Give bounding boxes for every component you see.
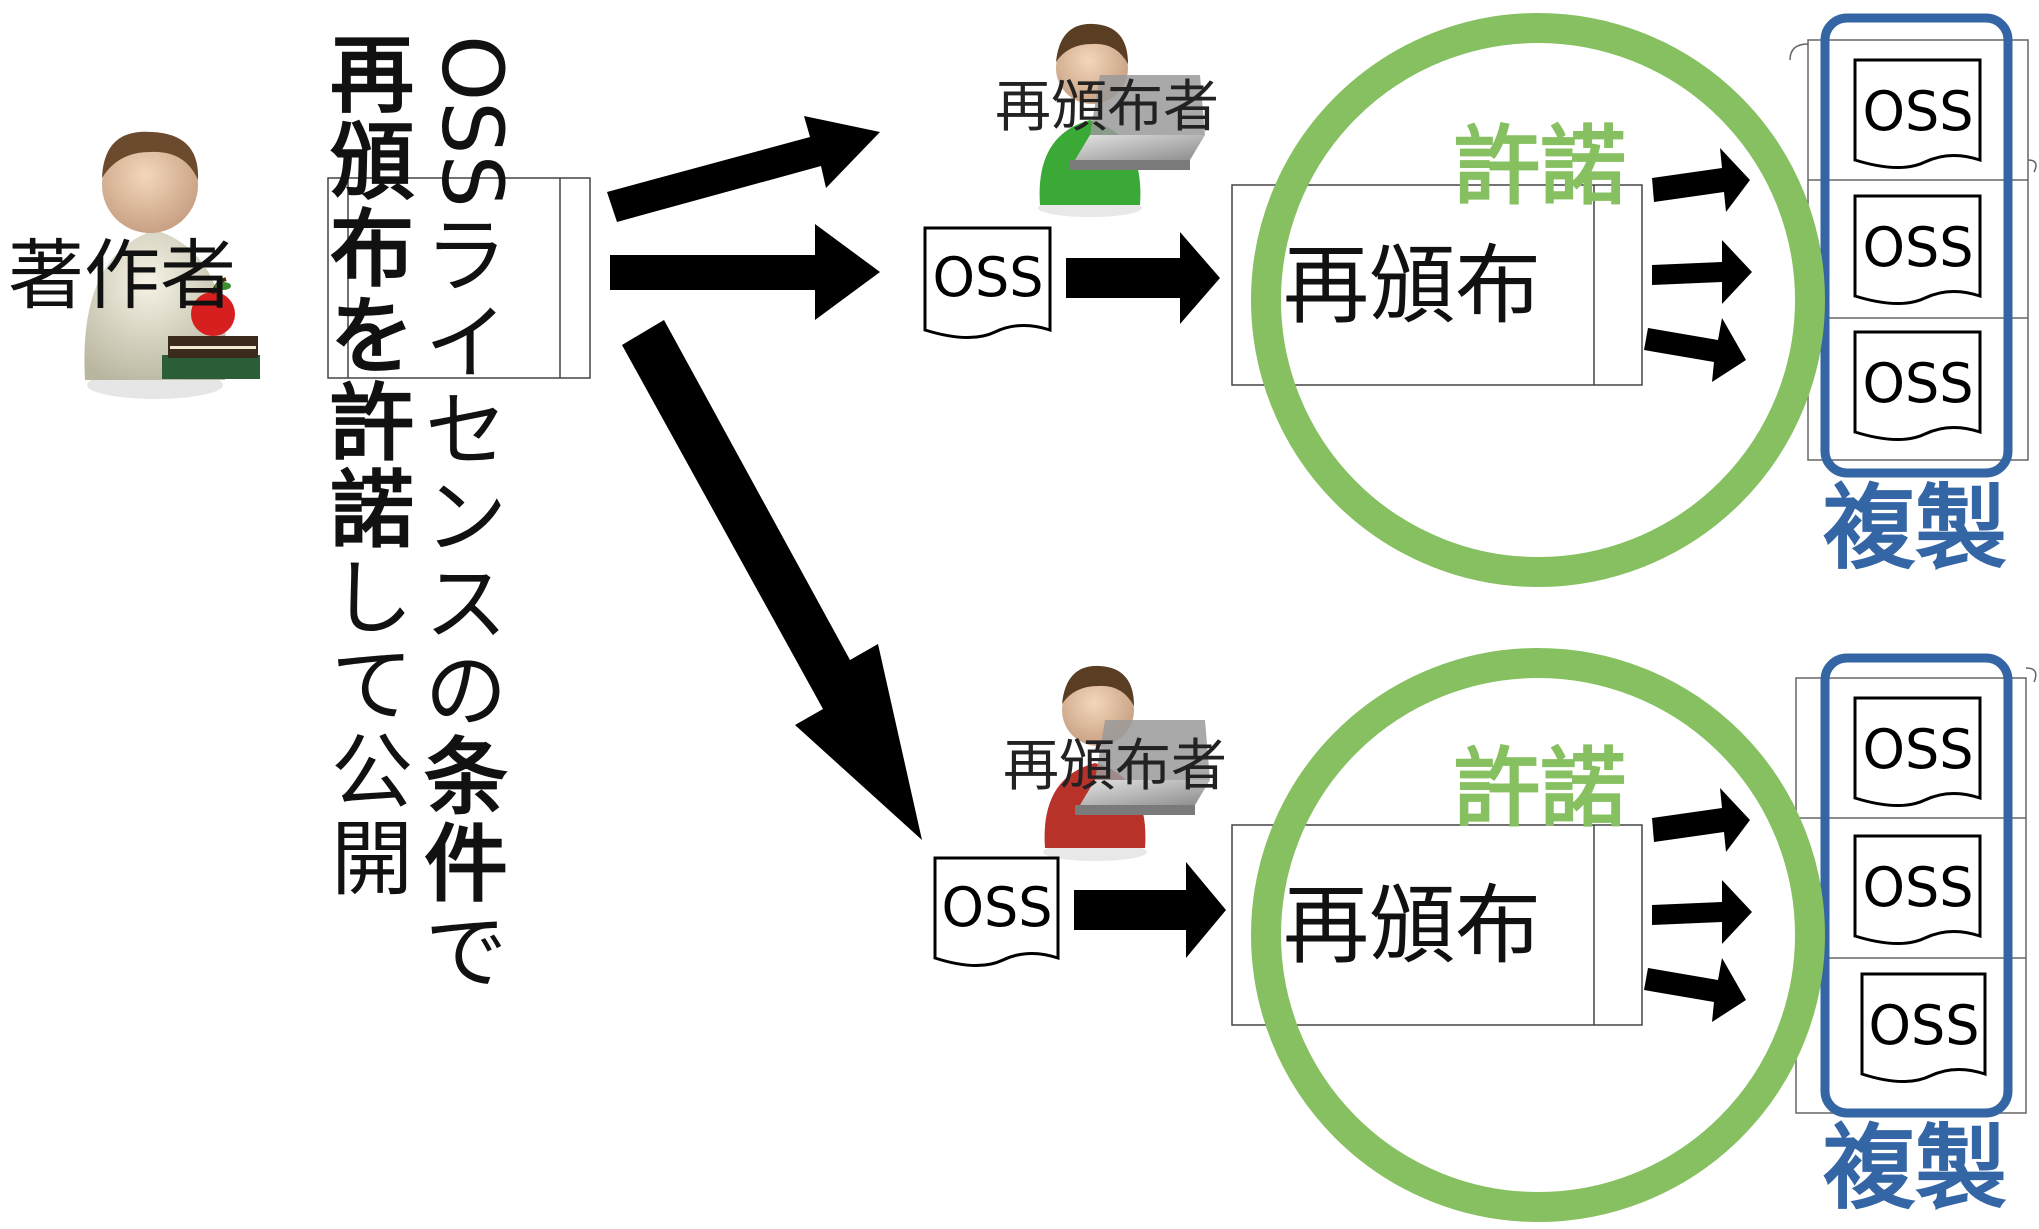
copy-2a: OSS bbox=[1853, 696, 1982, 808]
redistributor-1-arrow-icon bbox=[1066, 232, 1220, 324]
redistributor-1-copy-frame bbox=[1820, 13, 2013, 478]
redistributor-1-person-icon bbox=[1038, 23, 1205, 217]
arrow-to-redistributor-1b-icon bbox=[610, 224, 880, 320]
redistributor-2: 再頒布者 OSS 再頒布 OSS OS bbox=[933, 648, 2037, 1222]
redistributor-1-copy-label: 複製 bbox=[1823, 475, 2007, 582]
redistributor-1-oss-doc-label: OSS bbox=[932, 246, 1043, 309]
oss-word: OSS bbox=[423, 35, 521, 208]
arrow-to-redistributor-2-icon bbox=[622, 320, 922, 840]
license-col2-publish: して公開 bbox=[331, 552, 413, 908]
license-col1: OSS bbox=[423, 35, 521, 208]
copy-2a-label: OSS bbox=[1862, 718, 1973, 781]
redistributor-2-permission-circle bbox=[1251, 648, 1825, 1222]
redistributor-2-permission-label: 許諾 bbox=[1454, 739, 1626, 839]
redistributor-1-oss-doc: OSS bbox=[923, 226, 1052, 340]
redistributor-1-copy-arrows bbox=[1644, 148, 1752, 382]
redistributor-2-oss-doc: OSS bbox=[933, 856, 1060, 968]
copy-1c-label: OSS bbox=[1862, 352, 1973, 415]
redistributor-2-oss-doc-label: OSS bbox=[941, 876, 1052, 939]
redistributor-2-copy-arrows bbox=[1644, 788, 1752, 1022]
redistributor-2-copy-stack: OSS OSS OSS bbox=[1795, 653, 2037, 1118]
copy-1a: OSS bbox=[1853, 58, 1982, 170]
copy-1b-label: OSS bbox=[1862, 216, 1973, 279]
copy-2b-label: OSS bbox=[1862, 856, 1973, 919]
redistributor-2-person-icon bbox=[1043, 665, 1210, 861]
redistributor-2-arrow-icon bbox=[1074, 862, 1226, 958]
svg-text:OSS: OSS bbox=[423, 35, 521, 208]
license-col1-line2: ライセンスの bbox=[425, 210, 507, 740]
license-col1-condition: 条件 bbox=[424, 729, 508, 914]
copy-1a-label: OSS bbox=[1862, 80, 1973, 143]
license-text: OSS ライセンスの 条件 で 再頒布を許諾 して公開 bbox=[330, 27, 521, 1001]
license-col2-grant: 再頒布を許諾 bbox=[330, 27, 415, 560]
author-label: 著作者 bbox=[8, 231, 236, 320]
main-arrows bbox=[607, 116, 922, 840]
license-col1-body: ライセンスの 条件 で bbox=[424, 210, 508, 1001]
redistributor-1-permission-label: 許諾 bbox=[1454, 117, 1626, 217]
license-col2: 再頒布を許諾 して公開 bbox=[330, 27, 415, 908]
copy-2b: OSS bbox=[1853, 834, 1982, 946]
author-figure bbox=[84, 131, 260, 399]
books-with-apple-icon bbox=[162, 277, 260, 379]
redistributor-1-redistribute-box: 再頒布 bbox=[1231, 184, 1643, 386]
redistributor-2-redistribute-box: 再頒布 bbox=[1231, 824, 1643, 1026]
redistributor-1: 再頒布者 OSS 再頒布 OSS bbox=[923, 13, 2037, 587]
redistributor-2-copy-frame bbox=[1820, 653, 2013, 1118]
license-document-frame bbox=[327, 177, 591, 379]
copy-2c: OSS bbox=[1860, 972, 1987, 1084]
redistributor-1-copy-stack: OSS OSS OSS bbox=[1789, 13, 2037, 478]
copy-2c-label: OSS bbox=[1868, 994, 1979, 1057]
redistributor-2-action-label: 再頒布 bbox=[1283, 876, 1541, 976]
redistributor-2-copy-label: 複製 bbox=[1823, 1115, 2007, 1222]
redistributor-1-label: 再頒布者 bbox=[995, 75, 1219, 140]
copy-1c: OSS bbox=[1853, 330, 1982, 442]
redistributor-1-action-label: 再頒布 bbox=[1283, 236, 1541, 336]
copy-1b: OSS bbox=[1853, 194, 1982, 306]
license-col1-de: で bbox=[425, 906, 507, 1001]
redistributor-1-permission-circle bbox=[1251, 13, 1825, 587]
redistributor-2-label: 再頒布者 bbox=[1003, 734, 1227, 799]
arrow-to-redistributor-1a-icon bbox=[607, 116, 880, 222]
